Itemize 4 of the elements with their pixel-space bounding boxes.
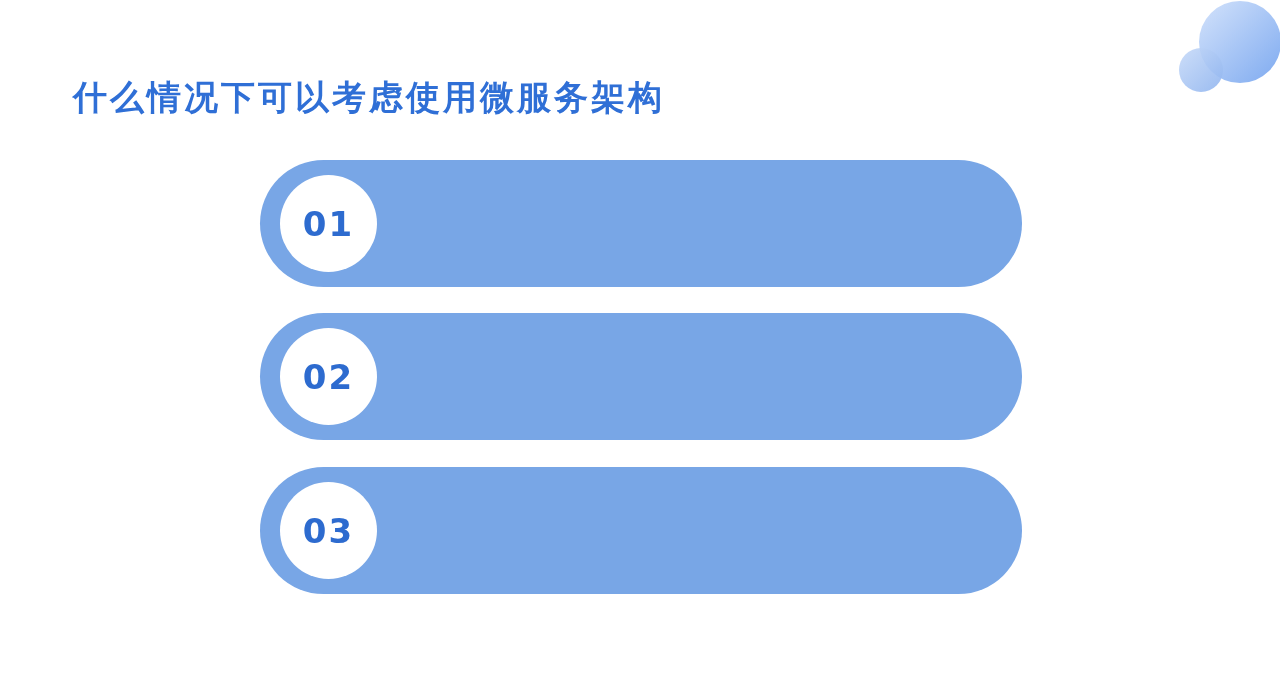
- step-number: 03: [302, 510, 355, 551]
- step-number: 01: [302, 203, 355, 244]
- step-number: 02: [302, 356, 355, 397]
- slide-title: 什么情况下可以考虑使用微服务架构: [73, 76, 665, 119]
